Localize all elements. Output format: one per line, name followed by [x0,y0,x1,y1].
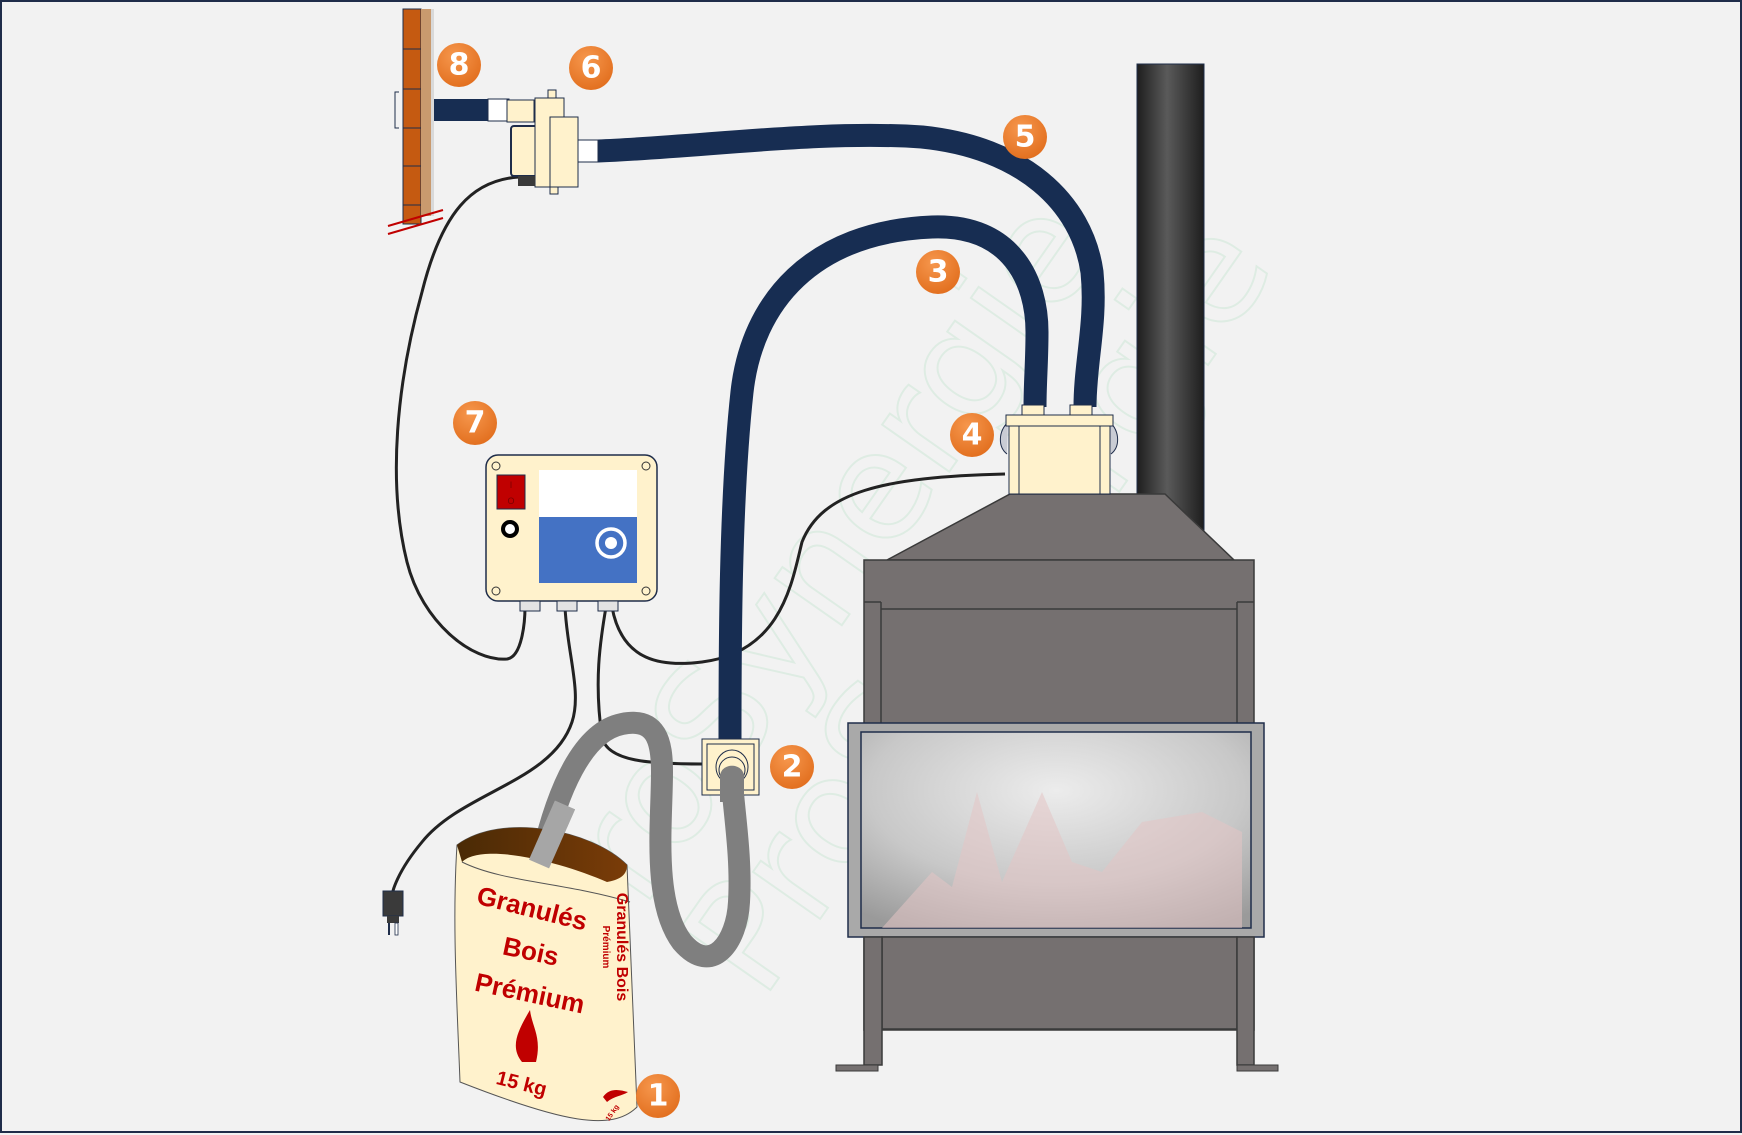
badge-5: 5 [1003,115,1047,159]
cable-power-plug [390,606,577,898]
fireplace-leg-left [863,936,883,1066]
svg-text:8: 8 [449,48,470,83]
svg-text:Granulés Bois: Granulés Bois [613,893,630,1002]
cable-controller-to-cyclone [610,472,1006,665]
svg-text:I: I [510,480,513,490]
svg-text:O: O [507,496,514,506]
badge-2: 2 [770,745,814,789]
badge-4: 4 [950,413,994,457]
svg-text:2: 2 [782,750,803,785]
fireplace-foot-left [835,1064,879,1072]
flame-icon [515,1010,538,1062]
fireplace-insert [835,493,1279,1072]
control-panel [539,517,637,583]
hopper-cyclone [999,404,1119,495]
svg-text:5: 5 [1015,120,1036,155]
badge-3: 3 [916,250,960,294]
fireplace-foot-right [1236,1064,1279,1072]
vacuum-turbine [506,89,599,195]
indicator-light [501,520,519,538]
badge-7: 7 [453,401,497,445]
svg-text:1: 1 [648,1079,669,1114]
power-switch[interactable]: I O [496,474,526,510]
badge-8: 8 [437,43,481,87]
badge-6: 6 [569,46,613,90]
suction-inlet [701,738,760,802]
air-return-hose [597,123,1105,408]
cable-turbine-to-controller [394,175,527,661]
svg-text:6: 6 [581,51,602,86]
svg-text:3: 3 [928,255,949,290]
suction-hose [531,711,751,968]
control-box: I O [485,454,658,612]
svg-text:4: 4 [962,418,983,453]
power-plug-icon [382,890,404,936]
transport-hose [718,215,1049,740]
svg-text:Prémium: Prémium [600,926,611,969]
badge-1: 1 [636,1074,680,1118]
exterior-wall [387,8,444,235]
chimney-flue [1136,63,1205,545]
svg-text:7: 7 [465,406,486,441]
display-screen [539,470,637,517]
control-knob-icon[interactable] [595,527,627,559]
flames [882,792,1242,928]
fireplace-leg-right [1236,936,1255,1066]
exhaust-pipe [434,99,489,121]
pellet-bag: Granulés Bois Prémium 15 kg Granulés Boi… [454,800,638,1122]
